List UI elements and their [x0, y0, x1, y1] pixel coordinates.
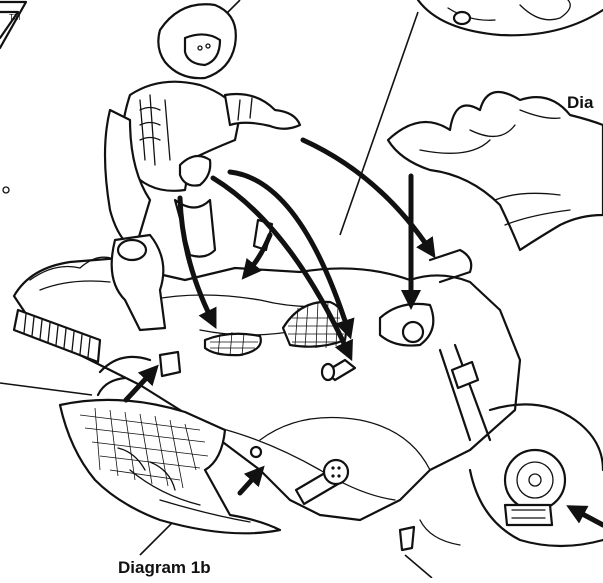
diagram-1b-label: Diagram 1b: [118, 558, 211, 577]
inset-circle-top: [418, 0, 603, 35]
leader-line-inset: [340, 12, 418, 235]
logo-corner: TM: [0, 2, 26, 48]
edge-circle: [3, 187, 9, 193]
leader-line-bottom: [405, 555, 432, 578]
diagram-partial-label: Dia: [567, 93, 594, 112]
trademark-mark: TM: [9, 13, 21, 22]
leader-line-left: [0, 383, 92, 395]
wing-part-right: [388, 92, 603, 250]
